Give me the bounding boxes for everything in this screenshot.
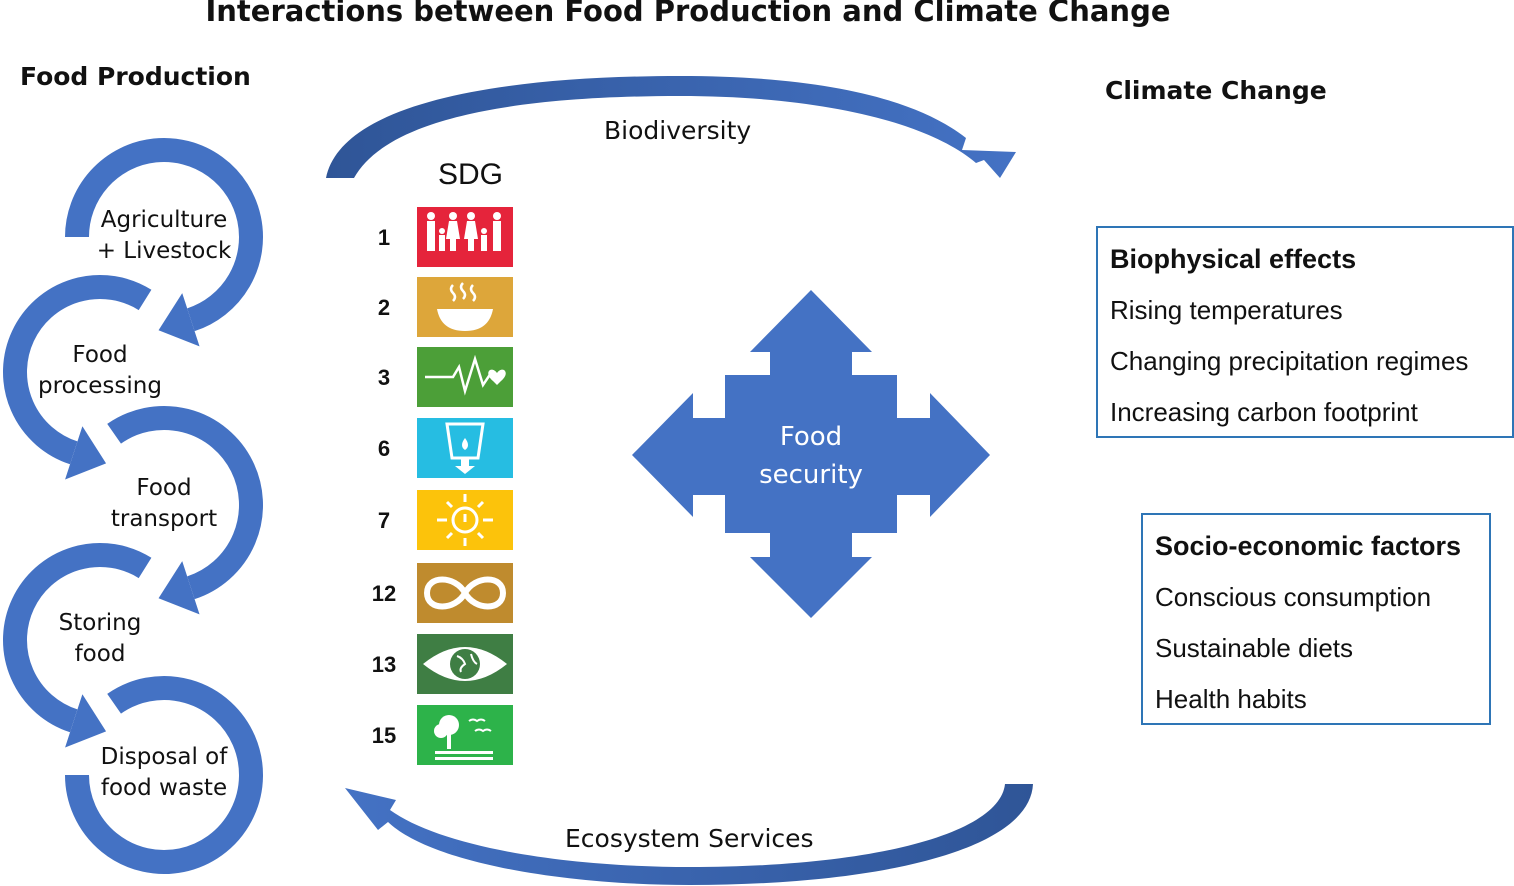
sdg-heading: SDG — [438, 158, 504, 191]
cycle-ring-arrow — [65, 138, 263, 332]
bowl-icon — [437, 282, 493, 331]
tree-birds-icon — [434, 715, 493, 760]
step-label: Disposal of — [100, 744, 228, 770]
sdg-number: 13 — [371, 652, 397, 677]
food-security-four-way-arrow — [632, 290, 990, 618]
box-item: Conscious consumption — [1155, 582, 1432, 612]
cycle-ring-arrow — [65, 676, 263, 874]
ecosystem-services-curved-arrow — [345, 784, 1033, 885]
infinity-icon — [423, 576, 507, 610]
heartbeat-icon — [425, 354, 506, 396]
box-item: Changing precipitation regimes — [1110, 346, 1469, 376]
box-heading: Socio-economic factors — [1155, 531, 1462, 561]
food-security-label: Food security — [735, 418, 887, 494]
diagram-title: Interactions between Food Production and… — [205, 0, 1171, 28]
cycle-arrowhead — [65, 426, 107, 480]
step-food-processing: Food processing — [30, 340, 170, 402]
step-label: Storing — [58, 610, 142, 636]
step-label: food waste — [100, 775, 228, 801]
biophysical-effects-box: Biophysical effects Rising temperatures … — [1096, 226, 1514, 438]
food-production-cycle-arrows — [3, 138, 263, 874]
step-label: transport — [110, 506, 218, 532]
sdg-tile-6 — [417, 418, 513, 478]
biodiversity-label: Biodiversity — [604, 116, 752, 145]
ecosystem-services-label: Ecosystem Services — [565, 824, 814, 853]
sdg-tile-1 — [417, 207, 513, 267]
cycle-ring-arrow — [3, 543, 152, 733]
sdg-tile-12 — [417, 563, 513, 623]
step-label: food — [74, 641, 126, 667]
step-food-transport: Food transport — [94, 473, 234, 535]
sdg-tile-2 — [417, 277, 513, 337]
step-label: Food — [72, 342, 128, 368]
cycle-arrowhead — [158, 293, 200, 347]
sdg-number: 2 — [377, 295, 391, 320]
sdg-tile-7 — [417, 490, 513, 550]
socio-economic-factors-box: Socio-economic factors Conscious consump… — [1141, 513, 1491, 725]
box-item: Sustainable diets — [1155, 633, 1354, 663]
food-security-line: Food — [779, 422, 843, 452]
box-item: Health habits — [1155, 684, 1307, 714]
step-agriculture: Agriculture + Livestock — [94, 205, 234, 267]
box-item: Rising temperatures — [1110, 295, 1343, 325]
step-storing-food: Storing food — [30, 608, 170, 670]
step-label: + Livestock — [96, 238, 232, 264]
step-label: Agriculture — [100, 207, 228, 233]
cycle-ring-arrow — [107, 406, 263, 600]
sdg-number: 12 — [371, 581, 397, 606]
sdg-number: 3 — [377, 365, 391, 390]
food-security-line: security — [759, 460, 863, 490]
sdg-tile-13 — [417, 634, 513, 694]
biodiversity-curved-arrow — [326, 76, 1016, 178]
sun-power-icon — [437, 494, 493, 546]
climate-change-heading: Climate Change — [1105, 76, 1327, 105]
step-label: processing — [38, 373, 162, 399]
step-label: Food — [136, 475, 192, 501]
eye-globe-icon — [423, 647, 507, 681]
family-icon — [427, 212, 501, 251]
sdg-number: 1 — [377, 225, 391, 250]
sdg-tile-3 — [417, 347, 513, 407]
box-heading: Biophysical effects — [1110, 244, 1357, 274]
box-item: Increasing carbon footprint — [1110, 397, 1418, 427]
water-glass-icon — [445, 422, 485, 474]
sdg-number: 7 — [377, 508, 391, 533]
cycle-arrowhead — [158, 561, 200, 615]
food-production-heading: Food Production — [20, 62, 251, 91]
sdg-tile-15 — [417, 705, 513, 765]
step-disposal-food-waste: Disposal of food waste — [94, 742, 234, 804]
sdg-number: 15 — [371, 723, 397, 748]
cycle-arrowhead — [65, 694, 107, 748]
sdg-number: 6 — [377, 436, 391, 461]
cycle-ring-arrow — [3, 275, 152, 465]
